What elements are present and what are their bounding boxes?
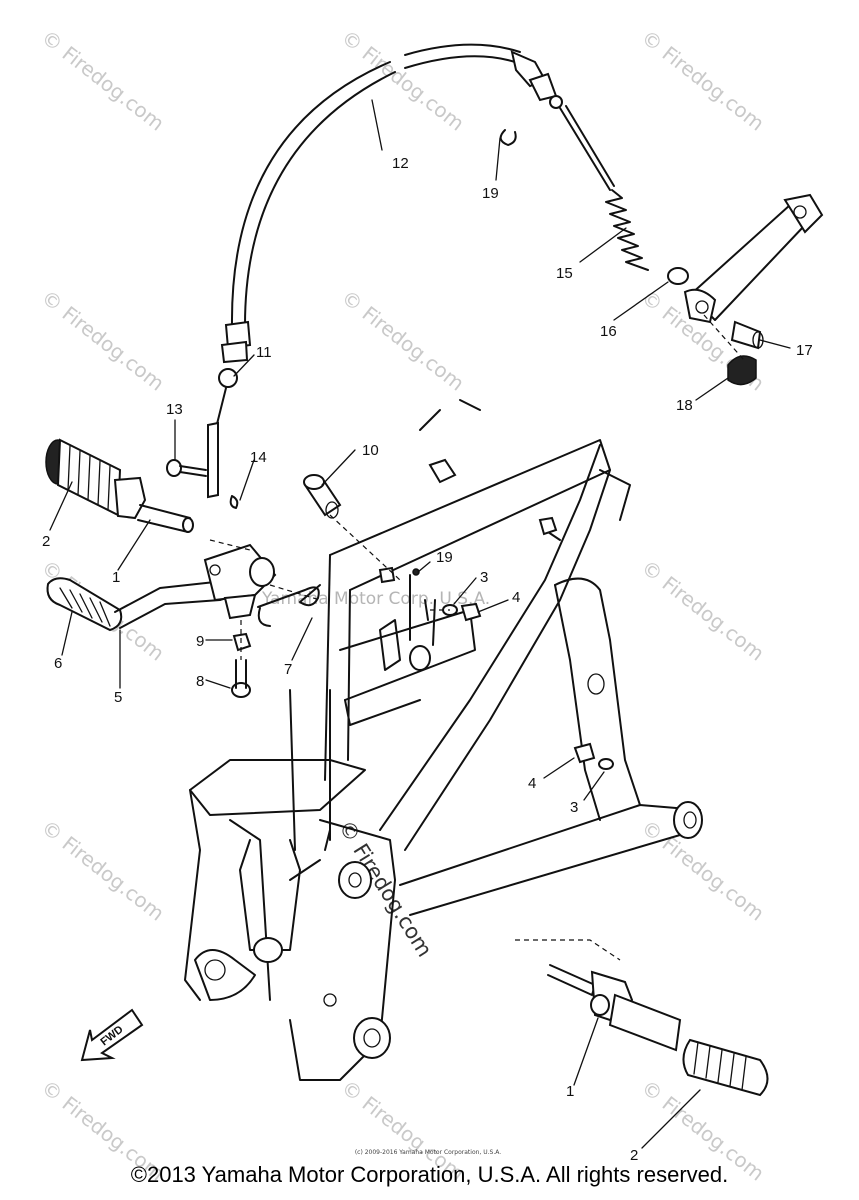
callout-17: 17 <box>796 342 813 359</box>
callouts: 12 19 15 16 17 18 11 13 14 10 2 1 19 3 4… <box>42 155 813 1164</box>
fasteners <box>166 129 614 770</box>
callout-19: 19 <box>436 549 453 566</box>
callout-10: 10 <box>362 442 379 459</box>
watermark: © Firedog.com <box>37 25 169 135</box>
watermark: © Firedog.com <box>37 285 169 395</box>
callout-9: 9 <box>196 633 204 650</box>
callout-8: 8 <box>196 673 204 690</box>
watermark: © Firedog.com <box>637 555 769 665</box>
callout-15: 15 <box>556 265 573 282</box>
footrest-upper <box>45 438 194 533</box>
watermark: © Firedog.com <box>337 285 469 395</box>
callout-16: 16 <box>600 323 617 340</box>
callout-4: 4 <box>528 775 536 792</box>
callout-14: 14 <box>250 449 267 466</box>
copyright-footer: ©2013 Yamaha Motor Corporation, U.S.A. A… <box>130 1162 729 1187</box>
brake-pedal <box>46 539 321 632</box>
fwd-arrow: FWD <box>80 1008 144 1062</box>
leader-lines <box>49 99 791 1149</box>
brake-cable <box>207 43 615 499</box>
callout-4: 4 <box>512 589 520 606</box>
watermark: © Firedog.com <box>637 815 769 925</box>
callout-13: 13 <box>166 401 183 418</box>
footrest-lower <box>515 939 769 1097</box>
watermark: © Firedog.com <box>37 815 169 925</box>
callout-3: 3 <box>570 799 578 816</box>
callout-1: 1 <box>112 569 120 586</box>
callout-5: 5 <box>114 689 122 706</box>
callout-11: 11 <box>256 344 272 361</box>
callout-2: 2 <box>630 1147 638 1164</box>
callout-6: 6 <box>54 655 62 672</box>
brake-arm <box>683 193 824 386</box>
callout-18: 18 <box>676 397 693 414</box>
callout-7: 7 <box>284 661 292 678</box>
callout-1: 1 <box>566 1083 574 1100</box>
callout-12: 12 <box>392 155 409 172</box>
watermark: © Firedog.com <box>337 25 469 135</box>
return-spring <box>257 584 321 627</box>
spring <box>605 189 689 285</box>
fine-print: (c) 2009-2016 Yamaha Motor Corporation, … <box>355 1149 501 1156</box>
frame <box>184 399 703 1081</box>
callout-19: 19 <box>482 185 499 202</box>
callout-3: 3 <box>480 569 488 586</box>
callout-2: 2 <box>42 533 50 550</box>
watermark: © Firedog.com <box>637 25 769 135</box>
